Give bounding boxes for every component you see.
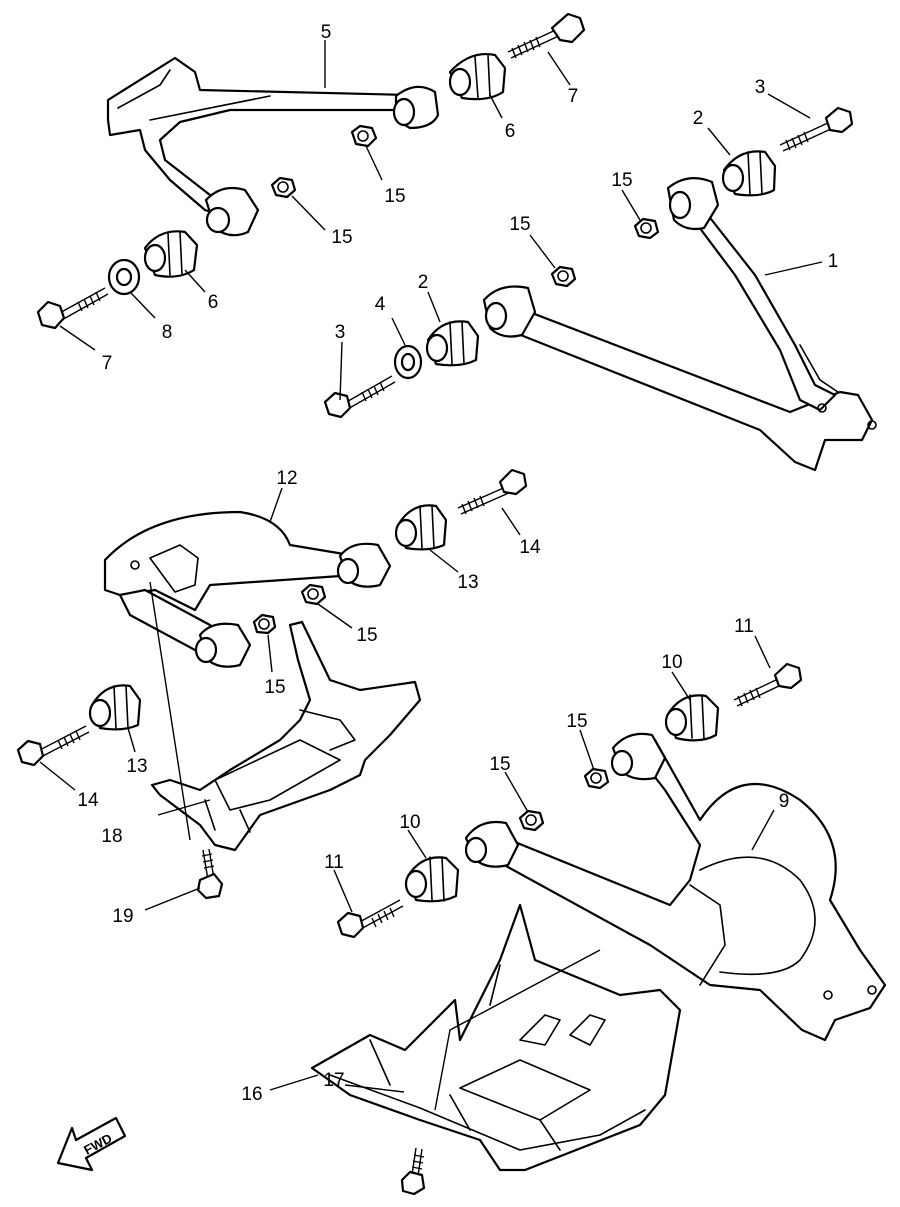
nut-15-d — [550, 265, 577, 288]
callout-12: 12 — [276, 468, 297, 489]
bushing-10-right — [664, 694, 720, 742]
lower-arm-9 — [464, 732, 887, 1042]
guard-18 — [150, 620, 422, 852]
callout-15: 15 — [331, 227, 352, 248]
callout-14: 14 — [77, 790, 99, 811]
callout-3: 3 — [335, 322, 346, 343]
callout-19: 19 — [112, 906, 133, 927]
callout-15: 15 — [509, 214, 530, 235]
bolt-17 — [400, 1147, 426, 1196]
bushing-10-left — [404, 856, 460, 903]
callout-5: 5 — [321, 22, 332, 43]
bolt-7-top — [507, 12, 586, 59]
bolt-14-left — [16, 725, 90, 767]
callout-18: 18 — [101, 826, 122, 847]
bushing-6-top — [448, 53, 507, 101]
callout-15: 15 — [611, 170, 632, 191]
upper-arm-1 — [482, 177, 877, 472]
callout-8: 8 — [162, 322, 173, 343]
bushing-13-right — [394, 504, 448, 551]
skid-plate-16 — [310, 903, 682, 1172]
bolt-3-right — [779, 106, 854, 152]
nut-15-e — [300, 583, 327, 606]
callout-9: 9 — [779, 791, 790, 812]
callout-11: 11 — [324, 852, 344, 873]
bolt-19 — [196, 848, 224, 900]
bolt-7-left — [36, 287, 109, 330]
lower-arm-12 — [103, 510, 392, 668]
nut-15-f — [252, 613, 277, 635]
callout-7: 7 — [568, 86, 579, 107]
callout-16: 16 — [241, 1084, 262, 1105]
nut-15-h — [518, 809, 545, 832]
callout-15: 15 — [489, 754, 510, 775]
callout-14: 14 — [519, 537, 541, 558]
washer-8 — [107, 258, 141, 296]
callout-15: 15 — [264, 677, 285, 698]
upper-arm-5 — [106, 56, 440, 237]
callout-13: 13 — [126, 756, 147, 777]
bolt-11-left — [336, 899, 404, 939]
callout-6: 6 — [505, 121, 516, 142]
callout-10: 10 — [399, 812, 420, 833]
bolt-11-right — [733, 662, 803, 707]
callout-1: 1 — [828, 251, 839, 272]
callout-3: 3 — [755, 77, 766, 98]
bushing-13-left — [88, 684, 142, 731]
bolt-3-left — [323, 375, 396, 419]
callout-15: 15 — [566, 711, 587, 732]
callout-10: 10 — [661, 652, 682, 673]
nut-15-a — [350, 124, 378, 148]
callout-7: 7 — [102, 353, 113, 374]
callout-6: 6 — [208, 292, 219, 313]
callout-15: 15 — [356, 625, 377, 646]
callout-4: 4 — [375, 294, 386, 315]
callout-2: 2 — [418, 272, 429, 293]
callout-11: 11 — [734, 616, 754, 637]
callout-17: 17 — [323, 1070, 344, 1091]
nut-15-g — [583, 767, 610, 790]
leader-lines — [39, 40, 823, 1111]
bushing-2-left — [425, 320, 480, 367]
bushing-6-left — [143, 230, 199, 278]
bolt-14-top — [457, 468, 528, 515]
washer-4 — [393, 344, 423, 380]
callout-labels: 5 7 6 15 15 6 8 7 3 2 15 15 1 4 2 3 12 1… — [77, 22, 838, 1105]
callout-13: 13 — [457, 572, 478, 593]
callout-15: 15 — [384, 186, 405, 207]
bushing-2-right — [721, 150, 777, 197]
nut-15-b — [270, 176, 297, 199]
callout-2: 2 — [693, 108, 704, 129]
nut-15-c — [633, 217, 660, 240]
arrow-fwd-icon: FWD — [56, 1116, 127, 1172]
